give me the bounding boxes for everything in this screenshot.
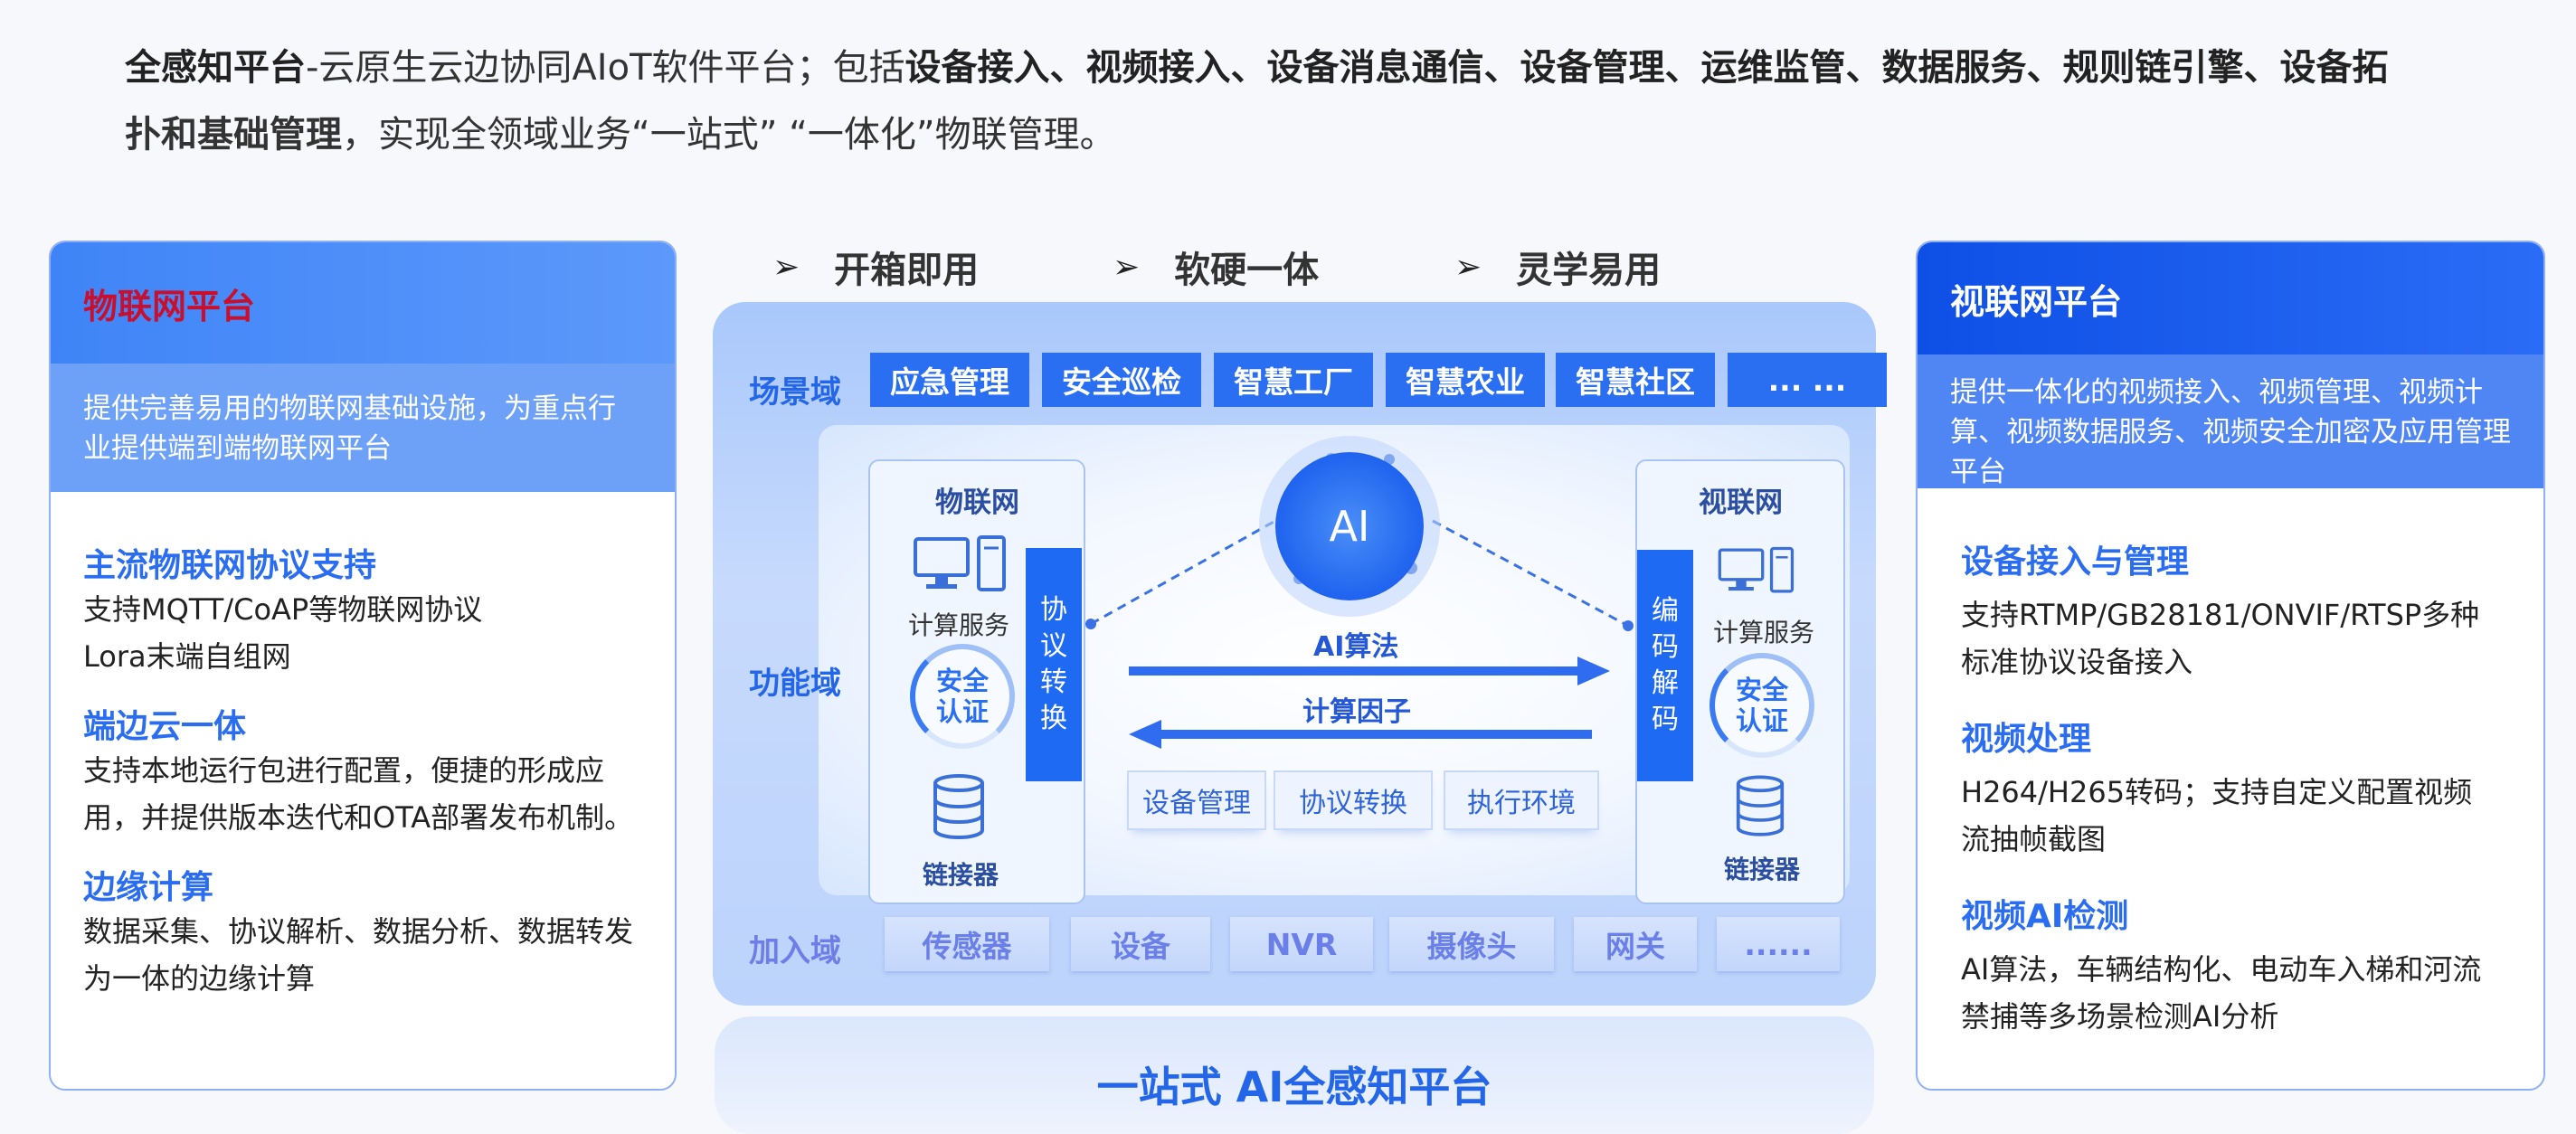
- intro-line-2: 扑和基础管理，实现全领域业务“一站式” “一体化”物联管理。: [125, 101, 2531, 168]
- ai-algo-label: AI算法: [1313, 631, 1399, 663]
- bottom-title: 一站式 AI全感知平台: [1096, 1063, 1492, 1111]
- section-line: 禁捕等多场景检测AI分析: [1961, 999, 2279, 1034]
- intro-bold-platform: 全感知平台: [125, 47, 306, 89]
- section-line: 支持本地运行包进行配置，便捷的形成应: [83, 753, 605, 788]
- function-device-management: 设备管理: [1127, 770, 1266, 830]
- access-device: 设备: [1071, 917, 1210, 971]
- access-more: ......: [1717, 917, 1840, 971]
- function-protocol-conversion: 协议转换: [1274, 770, 1433, 830]
- scene-smart-factory: 智慧工厂: [1214, 353, 1373, 407]
- video-connector-label: 链接器: [1724, 855, 1801, 884]
- section-title: 主流物联网协议支持: [83, 547, 377, 584]
- computer-icon: [914, 535, 1006, 591]
- section-title: 视频处理: [1961, 721, 2092, 758]
- compute-factor-label: 计算因子: [1302, 696, 1411, 728]
- section-line: 流抽帧截图: [1961, 822, 2107, 856]
- access-gateway: 网关: [1574, 917, 1697, 971]
- scene-emergency: 应急管理: [870, 353, 1029, 407]
- arrow-icon: ➢: [772, 248, 800, 286]
- section-line: 支持MQTT/CoAP等物联网协议: [83, 592, 483, 627]
- intro-bold-topology: 扑和基础管理: [125, 114, 342, 156]
- iot-platform-sections: 主流物联网协议支持 支持MQTT/CoAP等物联网协议 Lora末端自组网 端边…: [51, 492, 675, 1002]
- right-arrow-icon: [1129, 657, 1610, 685]
- video-compute-label: 计算服务: [1713, 618, 1815, 647]
- iot-platform-panel: 物联网平台 提供完善易用的物联网基础设施，为重点行业提供端到端物联网平台 主流物…: [49, 241, 677, 1091]
- intro-line-1: 全感知平台-云原生云边协同AIoT软件平台；包括设备接入、视频接入、设备消息通信…: [125, 34, 2531, 101]
- section-title: 边缘计算: [83, 869, 214, 906]
- scene-domain-label: 场景域: [749, 374, 841, 411]
- scene-smart-community: 智慧社区: [1556, 353, 1715, 407]
- intro-bold-features: 设备接入、视频接入、设备消息通信、设备管理、运维监管、数据服务、规则链引擎、设备…: [904, 47, 2389, 89]
- video-platform-sections: 设备接入与管理 支持RTMP/GB28181/ONVIF/RTSP多种 标准协议…: [1918, 488, 2543, 1040]
- section-line: Lora末端自组网: [83, 639, 291, 674]
- codec-bar: 编 码 解 码: [1637, 550, 1693, 781]
- bottom-banner: 一站式 AI全感知平台: [715, 1016, 1874, 1134]
- access-domain-label: 加入域: [749, 933, 841, 969]
- ai-core: AI: [1275, 452, 1424, 600]
- protocol-conversion-bar: 协 议 转 换: [1026, 548, 1082, 781]
- feature-easy-learn: ➢ 灵学易用: [1454, 241, 1661, 293]
- intro-text-2: ，实现全领域业务“一站式” “一体化”物联管理。: [342, 114, 1116, 156]
- access-sensor: 传感器: [885, 917, 1049, 971]
- iot-compute-label: 计算服务: [908, 610, 1010, 640]
- video-security-ring: 安全 认证: [1709, 653, 1814, 758]
- section-line: 用，并提供版本迭代和OTA部署发布机制。: [83, 800, 634, 835]
- feature-hw-sw: ➢ 软硬一体: [1113, 241, 1319, 293]
- feature-label: 开箱即用: [834, 250, 980, 291]
- feature-label: 软硬一体: [1174, 250, 1320, 291]
- section-line: 数据采集、协议解析、数据分析、数据转发: [83, 914, 634, 949]
- access-nvr: NVR: [1230, 917, 1373, 971]
- left-arrow-icon: [1129, 720, 1592, 749]
- scene-security-patrol: 安全巡检: [1042, 353, 1201, 407]
- feature-out-of-box: ➢ 开箱即用: [772, 241, 979, 293]
- video-platform-title: 视联网平台: [1918, 242, 2543, 354]
- arrow-icon: ➢: [1454, 248, 1482, 286]
- section-title: 设备接入与管理: [1961, 543, 2190, 581]
- scene-more: ... ...: [1728, 353, 1887, 407]
- iot-subtitle: 物联网: [935, 487, 1019, 519]
- database-icon: [933, 774, 984, 839]
- iot-security-ring: 安全 认证: [910, 644, 1015, 749]
- function-domain-label: 功能域: [749, 666, 841, 702]
- section-line: 标准协议设备接入: [1961, 645, 2193, 679]
- computer-icon: [1718, 546, 1795, 593]
- section-line: 为一体的边缘计算: [83, 961, 316, 996]
- iot-connector-label: 链接器: [923, 860, 999, 890]
- intro-text-1: -云原生云边协同AIoT软件平台；包括: [306, 47, 905, 89]
- feature-label: 灵学易用: [1516, 250, 1662, 291]
- arrow-icon: ➢: [1113, 248, 1141, 286]
- section-line: 支持RTMP/GB28181/ONVIF/RTSP多种: [1961, 598, 2480, 632]
- section-line: H264/H265转码；支持自定义配置视频: [1961, 775, 2473, 809]
- section-title: 视频AI检测: [1961, 898, 2129, 935]
- scene-smart-agriculture: 智慧农业: [1386, 353, 1545, 407]
- video-subtitle: 视联网: [1699, 487, 1783, 519]
- function-execution-env: 执行环境: [1444, 770, 1599, 830]
- access-camera: 摄像头: [1389, 917, 1554, 971]
- section-line: AI算法，车辆结构化、电动车入梯和河流: [1961, 952, 2482, 987]
- iot-platform-title: 物联网平台: [51, 242, 675, 364]
- database-icon: [1736, 775, 1785, 836]
- video-platform-desc: 提供一体化的视频接入、视频管理、视频计算、视频数据服务、视频安全加密及应用管理平…: [1918, 354, 2543, 488]
- iot-platform-desc: 提供完善易用的物联网基础设施，为重点行业提供端到端物联网平台: [51, 364, 675, 492]
- video-platform-panel: 视联网平台 提供一体化的视频接入、视频管理、视频计算、视频数据服务、视频安全加密…: [1916, 241, 2545, 1091]
- section-title: 端边云一体: [83, 708, 247, 745]
